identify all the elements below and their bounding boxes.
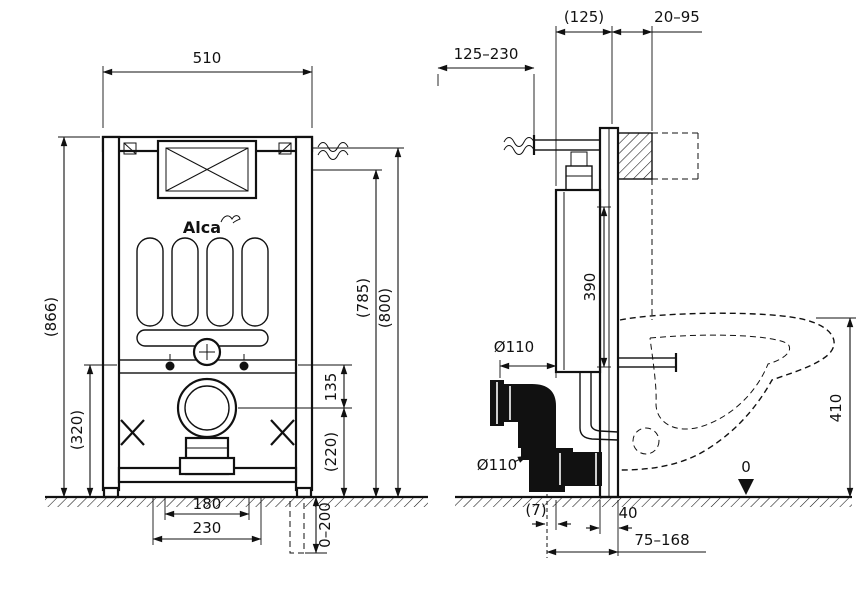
dim-plate-height: (800) (313, 147, 404, 498)
side-view: 0 125–230 (125) 20–95 390 (437, 8, 856, 558)
dim-frame-depth: (125) (555, 8, 613, 186)
dim-outlet-depth: 75–168 (546, 531, 706, 556)
cistern-side (554, 151, 602, 374)
dim-outlet-offset: 40 (586, 500, 638, 556)
front-view: Alca (42, 49, 428, 554)
dim-frame-depth-label: (125) (564, 8, 604, 26)
dim-outlet-depth-label: 75–168 (634, 531, 689, 549)
flush-pipe (579, 372, 619, 441)
flush-valve (192, 337, 222, 367)
water-supply-squiggle-side (503, 137, 535, 155)
datum-triangle-icon (738, 479, 754, 495)
alca-bird-icon (220, 215, 241, 224)
wall-bracket (532, 135, 601, 155)
dim-foot-adjust: 0–200 (305, 496, 334, 554)
dim-bolt-spacing: 180 (164, 495, 250, 520)
dim-front-width: 510 (102, 49, 313, 128)
cistern-slots (136, 237, 269, 347)
dim-inlet-diameter-label: Ø110 (494, 338, 534, 356)
dim-outlet-offset-label: 40 (618, 504, 637, 522)
dim-plate-height-label: (800) (376, 288, 394, 328)
dim-drain-height-label: (220) (322, 432, 340, 472)
side-frame-profile (598, 126, 620, 499)
dim-total-height: (866) (42, 136, 100, 498)
dim-outlet-diameter-label: Ø110 (477, 456, 517, 474)
dim-rail-to-drain-label: 135 (322, 373, 340, 402)
dim-pipe-height-label: 390 (581, 273, 599, 302)
dim-bowl-height-label: 410 (827, 394, 845, 423)
dim-foot-adjust-label: 0–200 (316, 502, 334, 548)
bowl-outlet-dashed (632, 427, 660, 455)
rail-bolt-left (165, 361, 175, 371)
ground-hatch-left (45, 497, 428, 507)
dim-offset-small-label: (7) (525, 501, 546, 519)
dim-outlet-diameter: Ø110 (477, 455, 528, 474)
floor-line-right (455, 495, 852, 507)
dim-bowl-height: 410 (816, 317, 856, 498)
floor-line-left (45, 495, 428, 507)
floor-datum: 0 (738, 458, 754, 495)
panel-clip-left (123, 142, 137, 155)
dim-pipe-height: 390 (581, 206, 611, 368)
water-supply-squiggle-front (317, 142, 349, 160)
ground-hatch-right (455, 497, 852, 507)
alca-logo: Alca (183, 215, 241, 237)
dim-rail-to-drain: 135 (238, 364, 352, 409)
dim-anchor-spacing: 230 (152, 498, 262, 545)
drain-outlet (176, 377, 238, 476)
dim-anchor-spacing-label: 230 (193, 519, 222, 537)
brand-label: Alca (183, 218, 221, 237)
bowl-support (617, 353, 678, 372)
toilet-bowl-outline (619, 312, 835, 471)
datum-label: 0 (741, 458, 751, 476)
dim-bolt-spacing-label: 180 (193, 495, 222, 513)
dim-inlet-diameter: Ø110 (494, 338, 557, 378)
dim-wall-distance-label: 125–230 (454, 45, 519, 63)
dim-wall-distance: 125–230 (437, 45, 535, 136)
dim-finish-depth: 20–95 (611, 8, 702, 131)
cistern-access-panel (123, 139, 292, 200)
dim-finish-depth-label: 20–95 (654, 8, 700, 26)
dim-lower-height-label: (320) (68, 410, 86, 450)
dim-front-width-label: 510 (193, 49, 222, 67)
drain-pipe (521, 438, 602, 558)
dim-inner-height: (785) (313, 169, 382, 498)
wall-braces (120, 419, 295, 446)
dim-drain-height: (220) (322, 407, 348, 498)
dim-total-height-label: (866) (42, 297, 60, 337)
rail-bolt-right (239, 361, 249, 371)
drain-elbow (490, 380, 556, 448)
dim-lower-height: (320) (68, 364, 117, 498)
front-frame (101, 135, 314, 492)
wall-section (617, 132, 699, 320)
dim-offset-small: (7) (525, 500, 571, 530)
foot-extension-dashed (289, 496, 305, 554)
panel-clip-right (278, 142, 292, 155)
dim-inner-height-label: (785) (354, 278, 372, 318)
